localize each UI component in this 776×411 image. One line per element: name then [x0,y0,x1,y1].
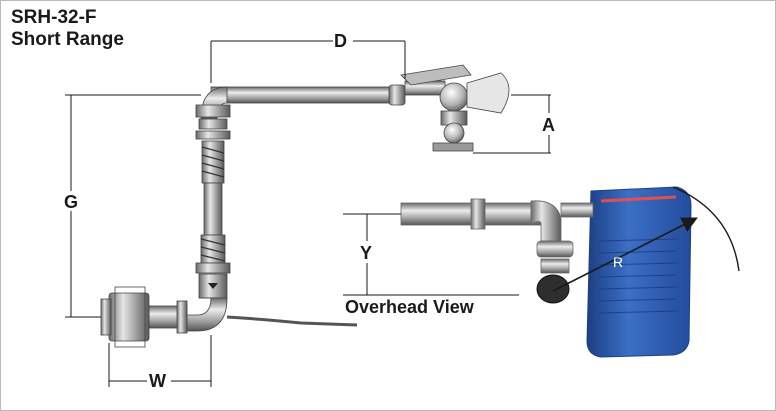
overhead-view: Y R [343,186,740,358]
dimension-y-label: Y [360,243,372,263]
spring-section [201,140,225,184]
overhead-nozzle [536,274,570,304]
model-number: SRH-32-F [11,7,97,28]
dimension-lines [65,40,551,387]
fill-nozzle [388,64,510,152]
overhead-view-label: Overhead View [345,297,474,317]
radius-arrow [552,217,698,292]
horizontal-arm-pipe [210,86,402,104]
product-title: SRH-32-F Short Range [11,7,124,51]
side-view [100,64,510,348]
vertical-riser-pipe [203,182,223,236]
lower-spring [200,234,226,264]
top-swivel-joint [195,104,231,118]
tank-truck [586,186,692,358]
dimension-g-label: G [64,192,78,212]
bottom-elbow [184,297,228,332]
dimension-w-label: W [149,371,166,391]
dimension-a-label: A [542,115,555,135]
range-type: Short Range [11,29,124,50]
cable [226,315,358,327]
dimension-d-label: D [334,31,347,51]
swing-arc [672,186,740,272]
dimension-r-label: R [613,254,623,270]
